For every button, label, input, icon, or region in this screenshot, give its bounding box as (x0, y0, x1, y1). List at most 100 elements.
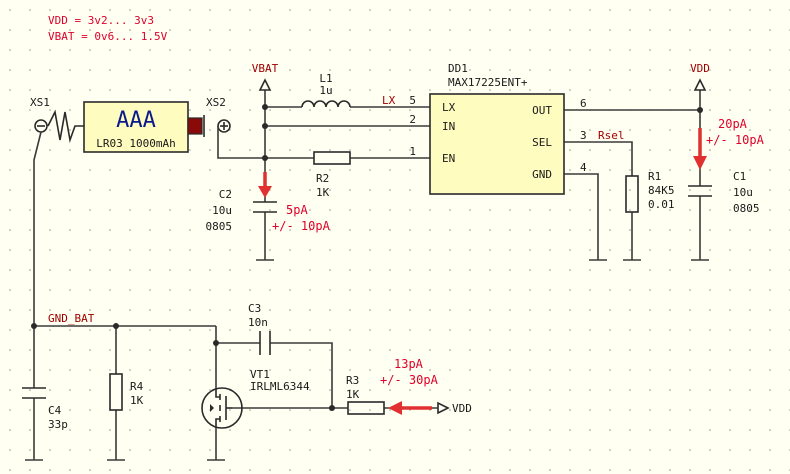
vdd-r3-arrow-icon (437, 401, 450, 415)
xs1-label: XS1 (30, 96, 50, 109)
wire-sel (564, 141, 633, 176)
leak-c2-tolerance: +/- 10pA (272, 219, 331, 233)
r2-body (313, 151, 351, 165)
r3-body (347, 401, 385, 415)
vt1-drain-lead (215, 388, 220, 398)
junction (31, 323, 37, 329)
leak-c1-value: 20pA (718, 117, 748, 131)
leak-r3-value: 13pA (394, 357, 424, 371)
net-lx: LX (382, 94, 396, 107)
vt1-part: IRLML6344 (250, 380, 310, 393)
c3-value: 10n (248, 316, 268, 329)
note-vdd-range: VDD = 3v2... 3v3 (48, 14, 154, 27)
vdd-label: VDD (690, 62, 710, 75)
note-vbat-range: VBAT = 0v6... 1.5V (48, 30, 168, 43)
junction (329, 405, 335, 411)
leak-c1-tolerance: +/- 10pA (706, 133, 765, 147)
pin-name-sel: SEL (532, 136, 552, 149)
vbat-label: VBAT (252, 62, 279, 75)
cell-model: LR03 1000mAh (96, 137, 175, 150)
r3-value: 1K (346, 388, 360, 401)
c4-value: 33p (48, 418, 68, 431)
junction (262, 155, 268, 161)
pin-name-gnd: GND (532, 168, 552, 181)
c1-ref: C1 (733, 170, 746, 183)
inductor-coil-icon (301, 100, 351, 108)
r1-ref: R1 (648, 170, 661, 183)
vt1-source-lead (215, 418, 220, 428)
leakage-c1: 20pA +/- 10pA (693, 117, 765, 170)
c1-package: 0805 (733, 202, 760, 215)
leakage-c2: 5pA +/- 10pA (258, 172, 331, 233)
c3-ref: C3 (248, 302, 261, 315)
wire-xs2-vbat (217, 126, 265, 159)
pin-num-4: 4 (580, 161, 587, 174)
junction (262, 104, 268, 110)
l1-ref: L1 (319, 72, 332, 85)
c2-package: 0805 (206, 220, 233, 233)
leak-c1-arrow-icon (693, 156, 707, 170)
junction (262, 123, 268, 129)
net-gnd-bat: GND_BAT (48, 312, 95, 325)
vdd-power-port: VDD (690, 62, 710, 91)
resistor-r1: R1 84K5 0.01 (625, 170, 675, 213)
ic-dd1: DD1 MAX17225ENT+ LX IN EN OUT SEL GND 5 … (409, 62, 587, 195)
vt1-ref: VT1 (250, 368, 270, 381)
pin-num-2: 2 (409, 113, 416, 126)
r4-value: 1K (130, 394, 144, 407)
vdd-r3-label: VDD (452, 402, 472, 415)
resistor-r2: R2 1K (313, 151, 351, 199)
r2-value: 1K (316, 186, 330, 199)
cell-type: AAA (116, 108, 156, 133)
r2-ref: R2 (316, 172, 329, 185)
junction (213, 340, 219, 346)
r4-body (109, 373, 123, 411)
dd1-body (429, 93, 565, 195)
dd1-part: MAX17225ENT+ (448, 76, 528, 89)
leak-r3-arrow-icon (388, 401, 402, 415)
junction (113, 323, 119, 329)
leakage-r3: 13pA +/- 30pA (380, 357, 439, 415)
vdd-arrow-icon (693, 78, 707, 91)
aaa-cell-body (83, 101, 189, 153)
pin-num-6: 6 (580, 97, 587, 110)
pin-num-1: 1 (409, 145, 416, 158)
cell-positive-cap (187, 117, 203, 135)
r4-ref: R4 (130, 380, 144, 393)
c2-value: 10u (212, 204, 232, 217)
junction (697, 107, 703, 113)
pin-num-3: 3 (580, 129, 587, 142)
r1-body (625, 175, 639, 213)
r1-value: 84K5 (648, 184, 675, 197)
dd1-ref: DD1 (448, 62, 468, 75)
capacitor-c2: C2 10u 0805 (206, 188, 277, 233)
r3-ref: R3 (346, 374, 359, 387)
c2-ref: C2 (219, 188, 232, 201)
resistor-r4: R4 1K (109, 373, 144, 411)
capacitor-c4: C4 33p (22, 387, 68, 431)
vt1-arrow-icon (210, 404, 214, 412)
resistor-r3: R3 1K (346, 374, 385, 415)
battery-spring-icon (47, 109, 84, 144)
xs2-label: XS2 (206, 96, 226, 109)
c4-ref: C4 (48, 404, 62, 417)
inductor-l1: L1 1u (301, 72, 351, 108)
wire-c3-right (270, 342, 333, 408)
mosfet-vt1: VT1 IRLML6344 (201, 368, 310, 429)
pin-name-lx: LX (442, 101, 456, 114)
vbat-arrow-icon (258, 78, 272, 91)
r1-tolerance: 0.01 (648, 198, 675, 211)
pin-name-in: IN (442, 120, 455, 133)
c1-value: 10u (733, 186, 753, 199)
pin-name-en: EN (442, 152, 455, 165)
pin-name-out: OUT (532, 104, 552, 117)
junctions (31, 104, 703, 411)
vbat-power-port: VBAT (252, 62, 279, 91)
wire-xs1-ground (33, 131, 42, 388)
leak-c2-value: 5pA (286, 203, 308, 217)
leak-r3-tolerance: +/- 30pA (380, 373, 439, 387)
l1-value: 1u (319, 84, 332, 97)
wire-gnd-pin (564, 173, 599, 260)
